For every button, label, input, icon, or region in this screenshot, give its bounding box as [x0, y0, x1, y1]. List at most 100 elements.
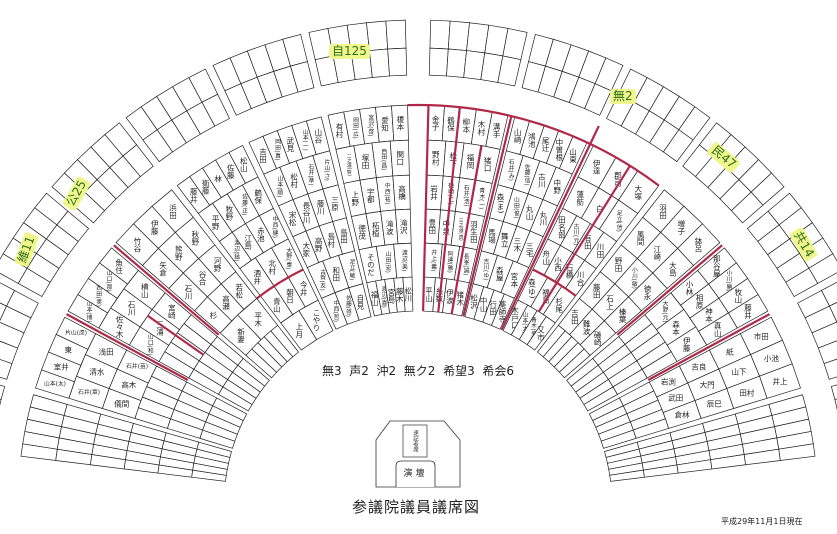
seat-name: 二之湯(智) — [346, 153, 352, 176]
seat-name: 杉尾 — [554, 296, 563, 314]
seat-name: 平木 — [253, 311, 262, 328]
seat-name: 赤池 — [256, 226, 265, 242]
seat-name: 羽田 — [659, 203, 668, 220]
seat-name: 溝手 — [492, 122, 501, 140]
seat-name: 浜田 — [168, 202, 177, 220]
seat-name: 蓮舫 — [575, 189, 584, 207]
seat-name: 野田 — [614, 257, 623, 274]
seat-name: 田村 — [739, 387, 754, 397]
party-boundary-arc — [256, 268, 304, 300]
seat — [298, 299, 334, 341]
seat-name: 石上 — [605, 295, 614, 311]
seat-name: 中野 — [553, 178, 562, 195]
party-label-ind-right: 無2 — [610, 89, 636, 104]
seat-name: 儀間 — [114, 398, 129, 408]
seat-name: 薬師寺 — [498, 299, 507, 323]
seat-name: 松村 — [289, 171, 298, 188]
seat-name: 伊藤 — [150, 219, 159, 237]
seat-name: 古川 — [537, 171, 546, 188]
seat-name: 高木 — [121, 380, 136, 390]
seat-name: 川田 — [596, 243, 605, 259]
seat-name: 森(ま) — [496, 192, 505, 213]
seat — [0, 384, 6, 400]
seat-name: 古川(元) — [572, 222, 579, 245]
seat-name: 高野 — [314, 235, 323, 252]
seat-name: 中西(祐) — [383, 182, 390, 205]
seat-name: 羽生田 — [469, 220, 478, 244]
seat-name: 山口(和) — [146, 333, 153, 356]
party-boundary-line — [616, 244, 723, 336]
party-boundary-line — [462, 115, 513, 317]
seat-name: 馬場 — [487, 228, 496, 245]
seat — [600, 429, 637, 449]
seat-name: 小池 — [764, 353, 779, 363]
seat-block-r3: 伊達郡司大塚蓮舫白足立(信)田名部古川(元)有田川田舟山小西石橋川合森(ゆ)福島… — [502, 68, 711, 351]
seat-name: 鶴保 — [446, 115, 455, 133]
seat-name: 石井(浩) — [462, 185, 469, 207]
seat-name: 伊藤 — [682, 336, 691, 354]
page-title: 参議院議員議席図 — [352, 498, 481, 516]
seat-name: 西田(実) — [95, 285, 102, 307]
seat-name: 柳本 — [462, 117, 471, 135]
seat-name: 松山 — [239, 156, 248, 174]
seat-name: 川合 — [576, 271, 585, 287]
seat-name: 有村 — [335, 122, 344, 139]
seat-name: 矢倉 — [158, 260, 167, 278]
party-boundary-line — [65, 313, 189, 381]
seat-name: 福山 — [370, 291, 379, 308]
seat-name: 島村 — [326, 231, 335, 248]
center-party-counts: 無3 声2 沖2 無ク2 希望3 希会6 — [322, 364, 514, 378]
seat-name: 岩井 — [429, 184, 438, 202]
seat-name: 藤井 — [189, 186, 198, 204]
seat-name: 中山 — [479, 296, 488, 314]
seat — [526, 316, 556, 351]
seat-name: 河野 — [213, 257, 222, 273]
seat-name: 石川 — [184, 284, 193, 300]
seat-name: 井上(義) — [430, 249, 437, 272]
seat-name: 吉田 — [258, 147, 267, 164]
seat-name: 大塚 — [634, 183, 643, 201]
seat-name: 林 — [213, 174, 222, 184]
seat-name: 朝日 — [285, 288, 294, 305]
seat-name: 宮本 — [510, 271, 519, 289]
seat-block-l3: 藤井衛藤林佐藤松山平野牧野佐藤(正)鶴保渡辺(猛)江島赤池中西(健)酒井北村大野… — [125, 68, 334, 351]
seat-name: 松下 — [448, 150, 457, 168]
seat — [429, 19, 451, 50]
seat-name: 山谷 — [314, 127, 323, 145]
seat — [558, 348, 591, 379]
seat-name: 青木(愛) — [530, 316, 537, 339]
party-boundary-line — [500, 125, 600, 331]
seat-name: 藤川 — [316, 199, 325, 216]
seat-name: 清水 — [89, 367, 104, 377]
seat-name: 衛藤 — [201, 178, 210, 196]
seat-name: 三浦 — [155, 320, 164, 336]
seat-name: 吉川(ゆ) — [482, 258, 489, 280]
seat — [237, 357, 270, 387]
seat-block-l1: 有村岡田(広)宮沢(啓)愛知榎本二之湯(智)塚田西田(昌)関口上野宇都中西(祐)… — [308, 19, 414, 317]
seat-name: 島田 — [339, 227, 348, 245]
seat-name: 吉田 — [570, 309, 579, 326]
seat-block-l2: 吉田岡田(直)武見山本(一)山谷山本(順)松村石井(準)片山(さ)宋松長谷川藤川… — [212, 33, 372, 330]
seat-name: 横山 — [140, 281, 149, 299]
seat-name: 長谷川 — [302, 201, 311, 224]
party-boundary-line — [647, 313, 771, 381]
seat-name: 柘植 — [371, 220, 380, 238]
seat-name: 山下 — [732, 367, 747, 377]
seat-name: 山本(博) — [85, 300, 92, 323]
seat — [385, 19, 407, 50]
seat-name: 木村 — [477, 119, 486, 136]
party-count-muku: 無ク2 — [403, 364, 436, 378]
seat-name: 江島 — [243, 234, 252, 251]
seat-name: 石井(準) — [307, 164, 314, 186]
seat-name: 山東 — [568, 146, 577, 164]
seat-name: 舟山 — [542, 248, 551, 266]
seat-name: 牧山 — [734, 287, 743, 305]
seat-name: そのだ — [366, 253, 375, 276]
party-boundary-line — [437, 107, 461, 313]
seat-name: 岡田(直) — [274, 139, 281, 161]
seat-name: 石井(み) — [507, 159, 514, 181]
seat — [196, 441, 232, 458]
